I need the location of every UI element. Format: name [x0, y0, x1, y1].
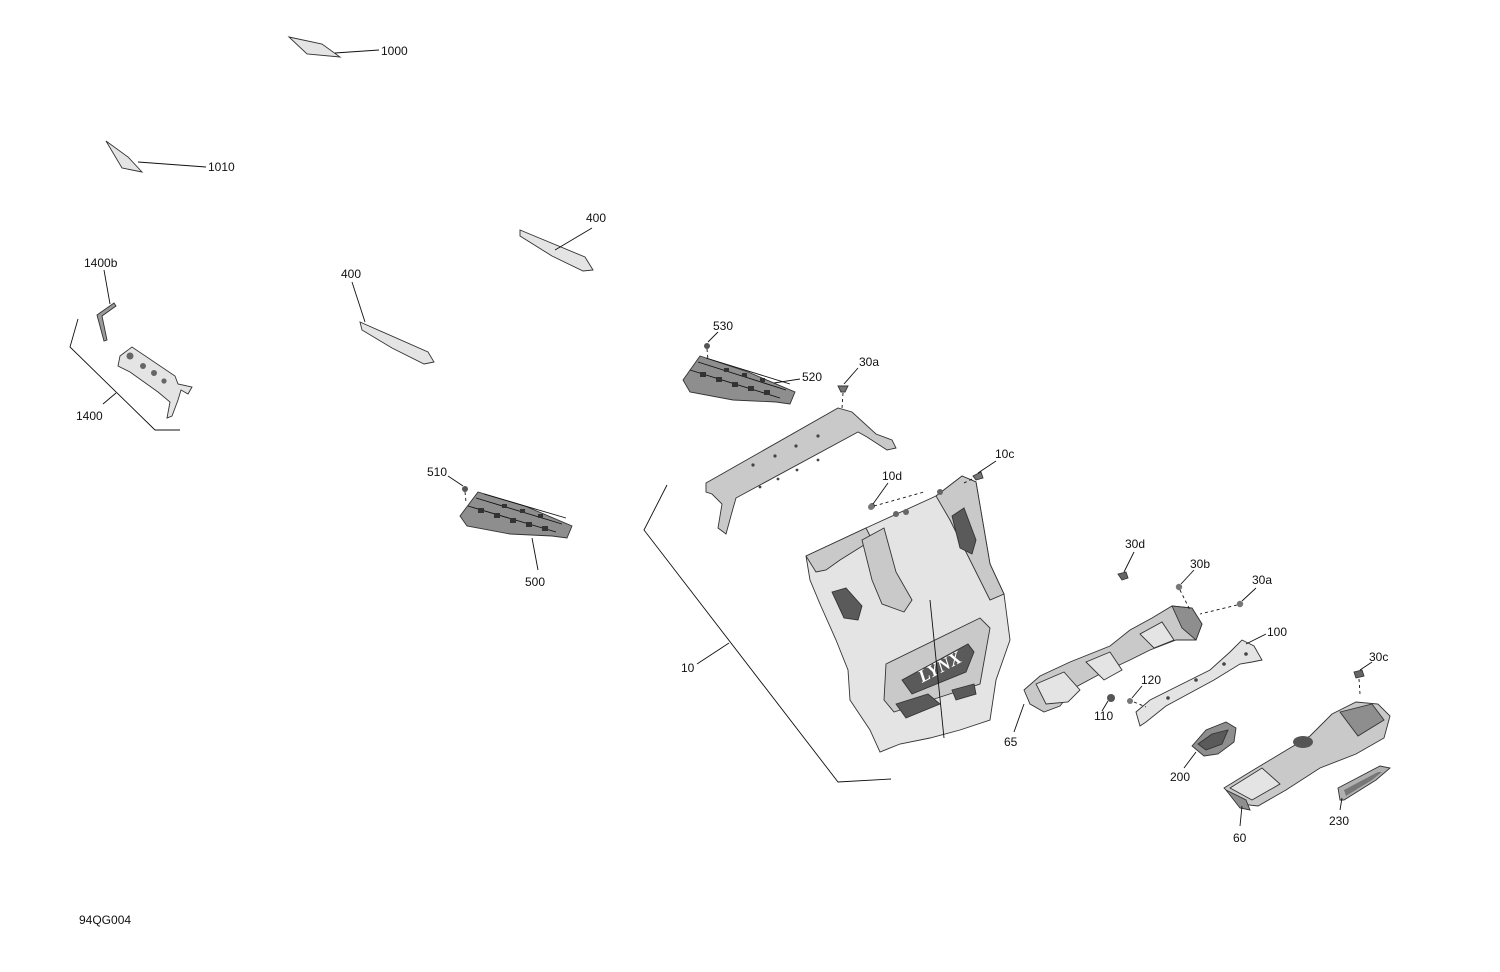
part-520-footrest-grip[interactable]: [682, 355, 801, 405]
bracket-10: [643, 484, 892, 783]
callout-120: 120: [1141, 673, 1161, 687]
callout-510: 510: [427, 465, 447, 479]
callout-230: 230: [1329, 814, 1349, 828]
callout-400-a: 400: [586, 211, 606, 225]
part-30a-screw-right[interactable]: [1199, 587, 1257, 615]
callout-1400b: 1400b: [84, 256, 118, 270]
part-1400-spanner-wrench[interactable]: [117, 346, 193, 419]
part-510-screw[interactable]: [447, 475, 468, 503]
callout-65: 65: [1004, 735, 1018, 749]
callout-200: 200: [1170, 770, 1190, 784]
part-400-reflector-b[interactable]: [351, 281, 435, 365]
part-10-mud-flap[interactable]: LYNX: [805, 475, 1011, 753]
callout-10: 10: [681, 661, 695, 675]
part-30c-screw[interactable]: [1353, 661, 1373, 695]
part-100-backing-plate[interactable]: [1135, 633, 1267, 727]
callout-520: 520: [802, 370, 822, 384]
part-60-tail-cover[interactable]: [1223, 701, 1391, 827]
part-530-screw[interactable]: [704, 331, 719, 361]
part-230-reflector-lens[interactable]: [1337, 765, 1391, 811]
callout-60: 60: [1233, 831, 1247, 845]
callout-1400: 1400: [76, 409, 103, 423]
callout-400-b: 400: [341, 267, 361, 281]
part-30a-screw-top[interactable]: [837, 367, 859, 409]
part-mounting-bracket[interactable]: [705, 407, 897, 535]
callout-1000: 1000: [381, 44, 408, 58]
part-30b-screw[interactable]: [1175, 569, 1195, 611]
callout-100: 100: [1267, 625, 1287, 639]
part-65-flap-support[interactable]: [1013, 605, 1203, 733]
part-30d-screw[interactable]: [1117, 551, 1135, 581]
callout-110: 110: [1094, 709, 1113, 723]
part-400-reflector-a[interactable]: [519, 227, 594, 272]
callout-30c: 30c: [1369, 650, 1388, 664]
part-120-washer[interactable]: [1127, 685, 1147, 708]
callout-30a-right: 30a: [1252, 573, 1272, 587]
callout-1010: 1010: [208, 160, 235, 174]
part-10d-fastener[interactable]: [868, 482, 925, 510]
bracket-1400: [69, 318, 180, 431]
part-1010-decal[interactable]: [105, 140, 207, 173]
callout-10d: 10d: [882, 469, 902, 483]
callout-30a-top: 30a: [859, 355, 879, 369]
part-10c-fastener[interactable]: [961, 460, 997, 485]
callout-500: 500: [525, 575, 545, 589]
callout-30d: 30d: [1125, 537, 1145, 551]
figure-code: 94QG004: [79, 913, 131, 927]
part-110-nut[interactable]: [1101, 694, 1115, 712]
callout-30b: 30b: [1190, 557, 1210, 571]
part-1000-decal[interactable]: [287, 36, 380, 58]
part-200-light-assembly[interactable]: [1183, 721, 1237, 769]
callout-530: 530: [713, 319, 733, 333]
callout-10c: 10c: [995, 447, 1014, 461]
part-1400b-hex-key[interactable]: [96, 269, 117, 342]
part-500-footrest-grip[interactable]: [459, 491, 573, 571]
